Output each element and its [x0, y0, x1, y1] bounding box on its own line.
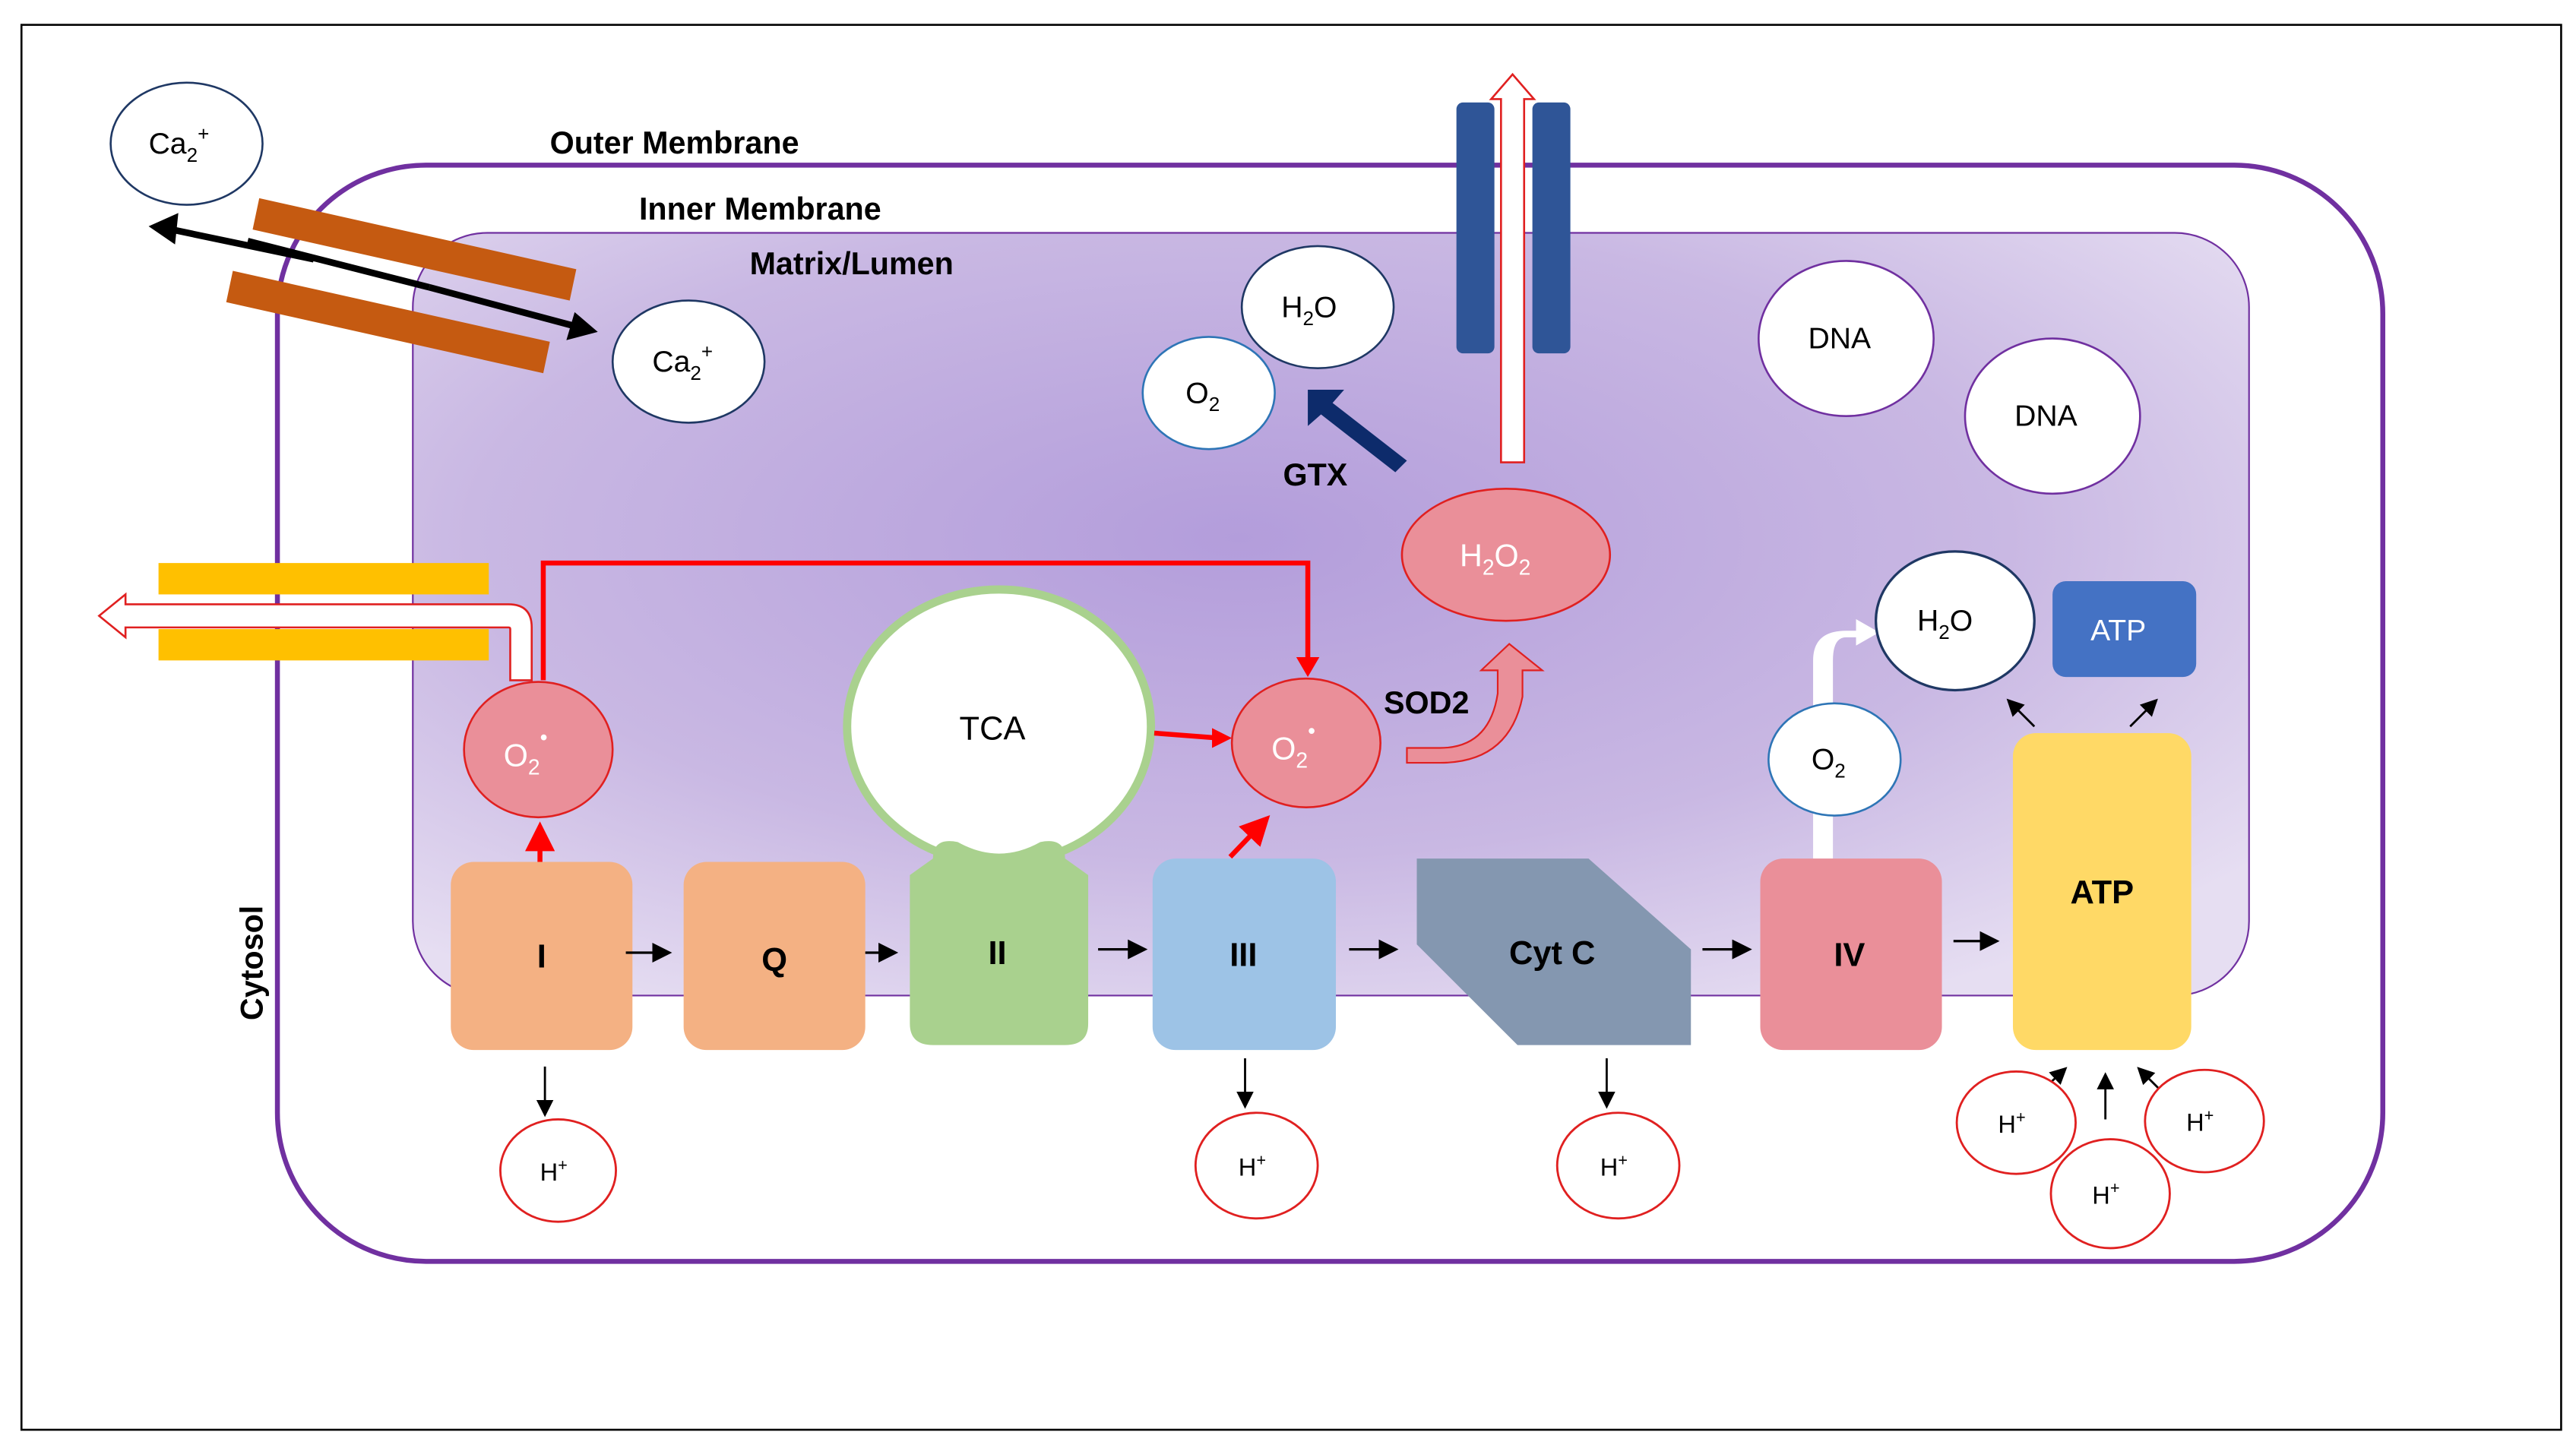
atp-synthase: ATP	[2012, 732, 2191, 1051]
electron-transport-arrows	[625, 931, 2000, 963]
svg-text:H+: H+	[1239, 1150, 1266, 1181]
proton-complex-iii: H+	[1194, 1111, 1319, 1220]
h2o2-channel-left	[1456, 102, 1495, 354]
atp-synthase-to-atp-arrow	[2129, 698, 2158, 728]
outer-membrane	[274, 163, 2386, 1264]
sod2-label: SOD2	[1384, 685, 1469, 720]
atp-output-box: ATP	[2052, 581, 2197, 678]
superoxide-export-arrow	[97, 592, 533, 681]
figure-frame	[20, 24, 2562, 1431]
svg-text:H+: H+	[2186, 1106, 2214, 1137]
complex-ii: II	[910, 841, 1089, 1045]
mitochondrial-dna-1: DNA	[1758, 260, 1935, 418]
oxygen-molecule-right: O2	[1767, 702, 1902, 817]
proton-pump-arrows	[536, 1058, 2164, 1120]
svg-text:Cyt C: Cyt C	[1509, 935, 1595, 972]
svg-text:Ca2+: Ca2+	[652, 340, 713, 384]
matrix-label: Matrix/Lumen	[750, 246, 954, 281]
h2o2-channel-right	[1532, 102, 1571, 354]
proton-atp-synthase-left: H+	[1955, 1070, 2077, 1175]
complex-iii-ros-arrow	[1228, 815, 1271, 859]
proton-atp-synthase-right: H+	[2144, 1068, 2265, 1174]
svg-text:O2: O2	[1185, 377, 1220, 416]
superoxide-radical-center: O2•	[1230, 677, 1381, 809]
svg-text:DNA: DNA	[2014, 400, 2078, 433]
mitochondrial-dna-2: DNA	[1964, 337, 2141, 495]
svg-text:ATP: ATP	[2090, 615, 2146, 647]
complex-iv: IV	[1760, 858, 1942, 1051]
calcium-arrow-left	[171, 226, 315, 263]
h2o2-export-arrow	[1489, 72, 1536, 463]
svg-text:H+: H+	[1998, 1108, 2025, 1138]
proton-atp-synthase-bottom: H+	[2049, 1138, 2171, 1250]
tca-cycle: TCA	[843, 585, 1156, 868]
svg-text:IV: IV	[1834, 937, 1865, 973]
superoxide-channel-bottom	[158, 629, 489, 661]
svg-text:TCA: TCA	[960, 711, 1026, 748]
svg-text:H2O: H2O	[1281, 291, 1337, 330]
svg-text:I: I	[537, 939, 546, 975]
complex-i: I	[451, 862, 633, 1051]
svg-text:O2•: O2•	[504, 725, 548, 779]
calcium-channel	[148, 198, 598, 374]
hydrogen-peroxide: H2O2	[1400, 488, 1612, 622]
superoxide-red-pathway	[540, 560, 1311, 681]
svg-text:H2O: H2O	[1917, 605, 1973, 643]
inner-membrane-label: Inner Membrane	[639, 191, 881, 226]
svg-text:III: III	[1229, 937, 1257, 973]
svg-text:O2•: O2•	[1271, 718, 1315, 772]
superoxide-channel-top	[158, 563, 489, 595]
complex-iii: III	[1152, 858, 1337, 1051]
svg-text:H+: H+	[540, 1156, 568, 1186]
calcium-ion-inner: Ca2+	[611, 299, 766, 424]
superoxide-radical-left: O2•	[463, 681, 614, 819]
svg-text:O2: O2	[1812, 744, 1846, 782]
proton-complex-i: H+	[499, 1118, 617, 1223]
svg-text:DNA: DNA	[1809, 323, 1872, 356]
water-molecule-top: H2O	[1240, 245, 1395, 370]
calcium-arrow-right	[428, 284, 579, 330]
proton-cytochrome-c: H+	[1555, 1111, 1681, 1220]
water-molecule-right: H2O	[1874, 550, 2036, 692]
svg-text:Ca2+: Ca2+	[149, 122, 210, 166]
calcium-ion-outer: Ca2+	[109, 81, 264, 206]
gtx-arrow	[1308, 389, 1407, 473]
svg-text:H2O2: H2O2	[1460, 538, 1530, 579]
atp-synthase-to-water-arrow	[2006, 698, 2036, 728]
svg-text:H+: H+	[1600, 1150, 1628, 1181]
svg-text:H+: H+	[2092, 1178, 2119, 1209]
sod2-arrow	[1406, 643, 1545, 764]
svg-text:Q: Q	[761, 942, 787, 979]
cytochrome-c: Cyt C	[1416, 858, 1691, 1045]
outer-membrane-label: Outer Membrane	[550, 125, 799, 160]
oxygen-molecule-top: O2	[1141, 336, 1276, 451]
cytosol-label: Cytosol	[235, 906, 270, 1020]
svg-text:II: II	[988, 935, 1006, 972]
coenzyme-q: Q	[683, 862, 866, 1051]
tca-to-superoxide-arrow	[1154, 730, 1219, 741]
gtx-label: GTX	[1283, 457, 1347, 492]
svg-text:ATP: ATP	[2070, 874, 2134, 911]
